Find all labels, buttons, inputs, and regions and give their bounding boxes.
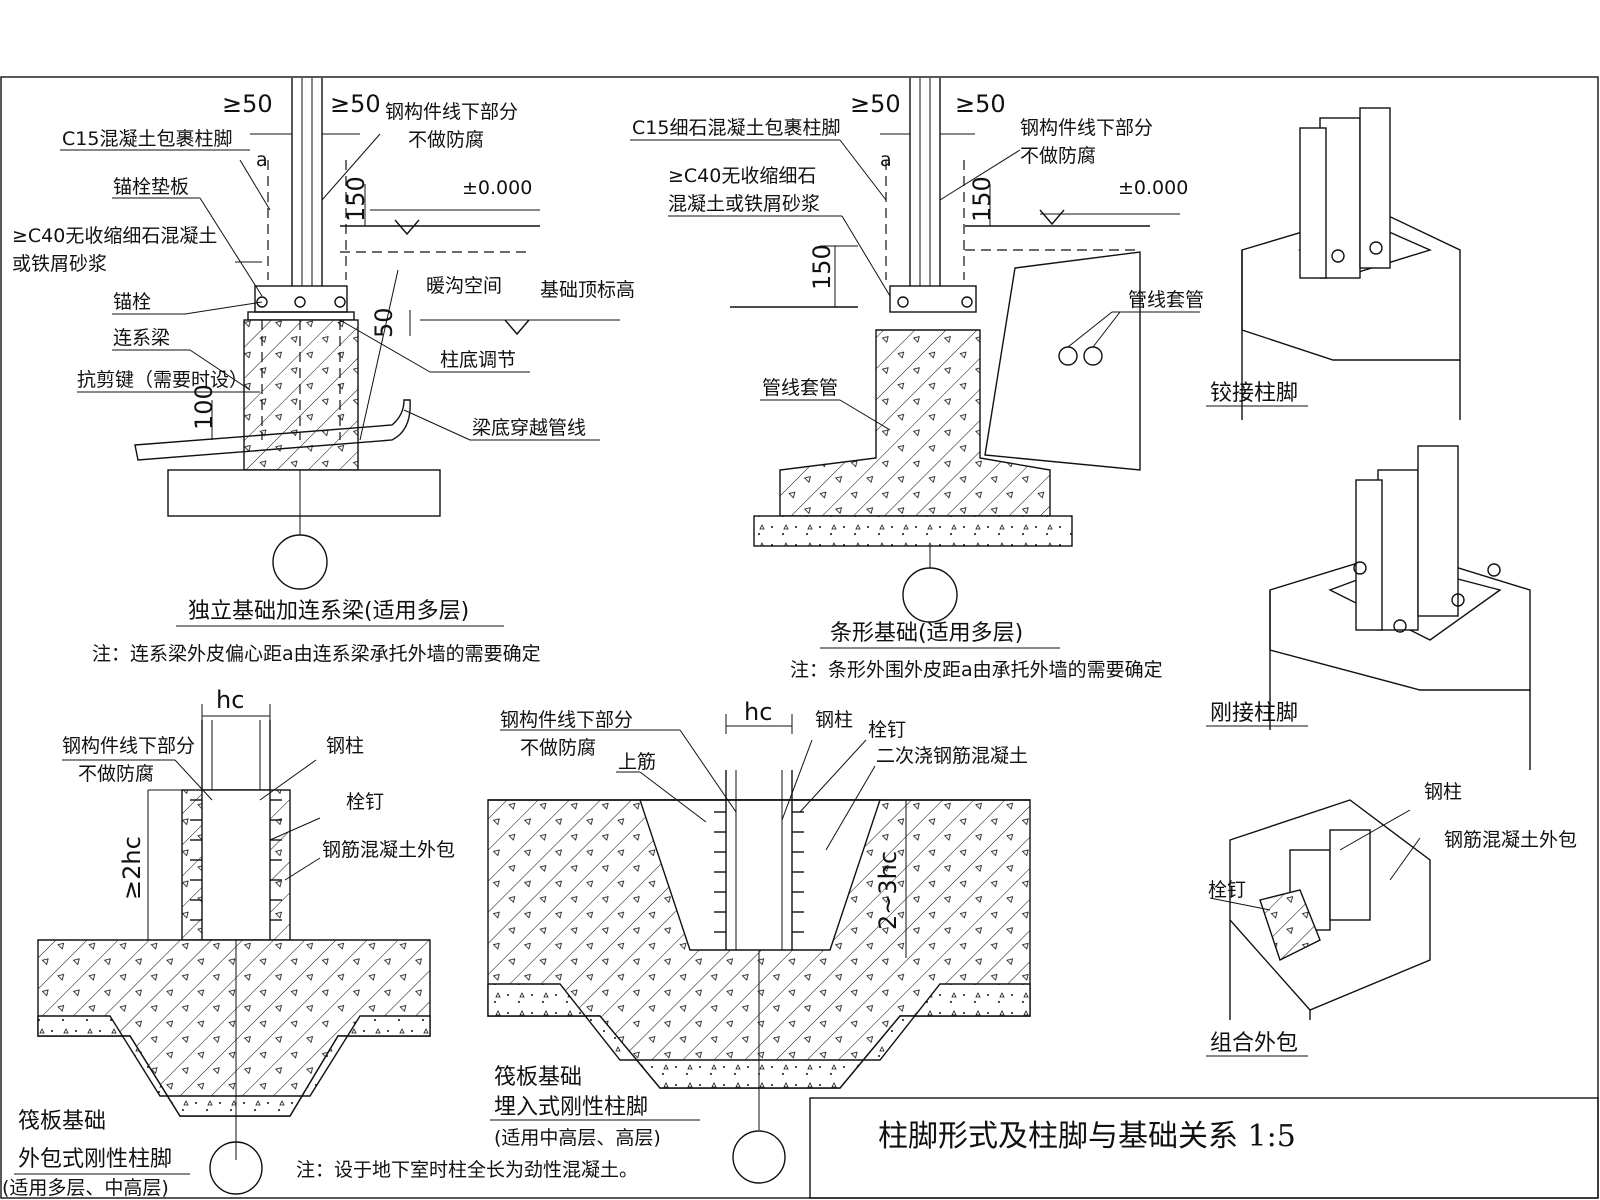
iso-pinned-base — [1241, 107, 1461, 420]
d2-elev: ±0.000 — [1118, 177, 1188, 199]
iso-rigid-base — [1269, 445, 1531, 770]
d1-no-paint-2: 不做防腐 — [408, 129, 484, 151]
dim-a: a — [256, 149, 268, 171]
d2-title: 条形基础(适用多层) — [830, 621, 1023, 646]
d1-elev: ±0.000 — [462, 177, 532, 199]
d4-no-paint-1: 钢构件线下部分 — [500, 709, 633, 731]
d4-top-bar: 上筋 — [618, 751, 656, 773]
d3-dim-hc: hc — [216, 686, 244, 714]
dim-ge50-right: ≥50 — [330, 90, 381, 118]
d4-title-1: 筏板基础 — [494, 1065, 582, 1090]
d3-no-paint-1: 钢构件线下部分 — [62, 735, 195, 757]
iso-column-label: 钢柱 — [1424, 781, 1462, 803]
d2-dim-a: a — [880, 149, 892, 171]
d4-column: 钢柱 — [815, 709, 853, 731]
d2-encase: C15细石混凝土包裹柱脚 — [632, 117, 840, 139]
d4-no-paint-2: 不做防腐 — [520, 737, 596, 759]
dim-100: 100 — [190, 384, 218, 430]
iso-composite-base — [1209, 799, 1431, 1020]
iso-composite-label: 组合外包 — [1210, 1031, 1298, 1056]
d3-title-1: 筏板基础 — [18, 1109, 106, 1134]
d3-title-3: (适用多层、中高层) — [2, 1177, 169, 1199]
iso-rigid-label: 刚接柱脚 — [1210, 701, 1298, 726]
title-block — [809, 1097, 1599, 1199]
detail-isolated-footing — [60, 78, 620, 590]
d1-washer: 锚栓垫板 — [113, 176, 189, 198]
d3-no-paint-2: 不做防腐 — [78, 763, 154, 785]
studs-left — [190, 799, 282, 921]
d2-grout-1: ≥C40无收缩细石 — [668, 165, 816, 187]
d2-note: 注：条形外围外皮距a由承托外墙的需要确定 — [790, 659, 1163, 681]
d1-title: 独立基础加连系梁(适用多层) — [188, 599, 469, 624]
d2-dim-ge50-left: ≥50 — [850, 90, 901, 118]
d4-stud: 栓钉 — [868, 719, 906, 741]
d2-no-paint-1: 钢构件线下部分 — [1020, 117, 1153, 139]
d2-dim-ge50-right: ≥50 — [955, 90, 1006, 118]
dim-ge50-left: ≥50 — [222, 90, 273, 118]
d4-dim-2to3hc: 2~3hc — [874, 851, 902, 930]
dim-50: 50 — [370, 307, 398, 338]
d4-dim-hc: hc — [744, 698, 772, 726]
d3-column: 钢柱 — [326, 735, 364, 757]
d1-grout-1: ≥C40无收缩细石混凝土 — [12, 225, 217, 247]
d2-sleeve-right: 管线套管 — [1128, 289, 1204, 311]
d1-encase: C15混凝土包裹柱脚 — [62, 128, 232, 150]
d3-title-2: 外包式刚性柱脚 — [18, 1147, 172, 1172]
d2-no-paint-2: 不做防腐 — [1020, 145, 1096, 167]
d4-note: 注：设于地下室时柱全长为劲性混凝土。 — [296, 1159, 638, 1181]
d1-base-adjust: 柱底调节 — [440, 349, 516, 371]
d2-dim-150-top: 150 — [968, 176, 996, 222]
d1-no-paint-1: 钢构件线下部分 — [385, 101, 518, 123]
studs-embedded — [714, 811, 804, 933]
d1-found-top: 基础顶标高 — [540, 279, 635, 301]
d2-grout-2: 混凝土或铁屑砂浆 — [668, 193, 820, 215]
d4-title-3: (适用中高层、高层) — [494, 1127, 661, 1149]
d4-second-pour: 二次浇钢筋混凝土 — [876, 745, 1028, 767]
d1-note: 注：连系梁外皮偏心距a由连系梁承托外墙的需要确定 — [92, 643, 541, 665]
d1-anchor: 锚栓 — [113, 291, 151, 313]
d1-tie-beam: 连系梁 — [113, 327, 170, 349]
detail-raft-encased — [37, 704, 431, 1195]
d1-trench: 暖沟空间 — [426, 275, 502, 297]
d1-grout-2: 或铁屑砂浆 — [12, 253, 107, 275]
d3-rc-encase: 钢筋混凝土外包 — [322, 839, 455, 861]
sheet-border — [0, 76, 1599, 1199]
d2-dim-150-left: 150 — [808, 244, 836, 290]
sheet-title: 柱脚形式及柱脚与基础关系 1:5 — [878, 1119, 1296, 1154]
detail-strip-footing — [630, 78, 1200, 623]
d2-sleeve-left: 管线套管 — [762, 377, 838, 399]
dim-150: 150 — [342, 176, 370, 222]
detail-raft-embedded — [487, 714, 1031, 1184]
d1-shear-key: 抗剪键（需要时设） — [77, 369, 248, 391]
iso-stud-label: 栓钉 — [1208, 879, 1246, 901]
d4-title-2: 埋入式刚性柱脚 — [494, 1095, 648, 1120]
iso-pinned-label: 铰接柱脚 — [1210, 381, 1298, 406]
iso-rc-encase-label: 钢筋混凝土外包 — [1444, 829, 1577, 851]
d3-stud: 栓钉 — [346, 791, 384, 813]
d3-dim-ge2hc: ≥2hc — [118, 836, 146, 900]
d1-pipe-through: 梁底穿越管线 — [472, 417, 586, 439]
